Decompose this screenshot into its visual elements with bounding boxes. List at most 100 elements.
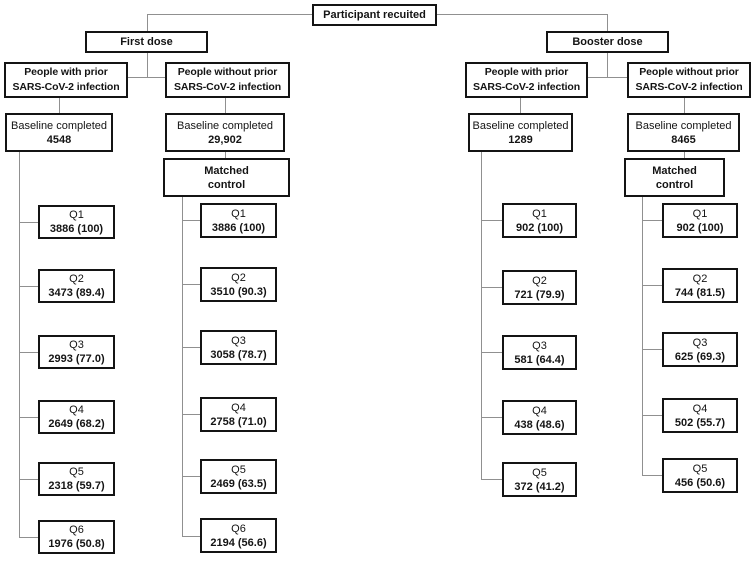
booster-dose-box: Booster dose [546, 31, 669, 53]
baseline-label: Baseline completed [472, 119, 569, 132]
baseline-label: Baseline completed [635, 119, 732, 132]
connector-line [225, 151, 226, 159]
connector-line [642, 415, 662, 416]
quarter-label: Q3 [532, 339, 547, 352]
box-label: control [655, 178, 694, 191]
connector-line [182, 536, 200, 537]
quarter-value: 502 (55.7) [674, 416, 726, 429]
quarter-value: 456 (50.6) [674, 476, 726, 489]
quarter-label: Q2 [692, 272, 708, 285]
connector-line [182, 476, 200, 477]
box-label: People without prior [639, 66, 739, 78]
baseline-box: Baseline completed 4548 [5, 113, 113, 152]
baseline-box: Baseline completed 1289 [468, 113, 573, 152]
quarter-label: Q3 [69, 339, 84, 351]
quarter-box: Q2 3473 (89.4) [38, 269, 115, 303]
first-dose-box: First dose [85, 31, 208, 53]
baseline-label: Baseline completed [10, 119, 107, 132]
connector-line [642, 349, 662, 350]
participant-recruited-box: Participant recuited [312, 4, 437, 26]
connector-line [520, 98, 521, 113]
cohort-box-booster-no-prior: People without prior SARS-CoV-2 infectio… [627, 62, 751, 98]
quarter-value: 2649 (68.2) [48, 418, 105, 430]
baseline-value: 8465 [671, 133, 696, 146]
baseline-value: 4548 [46, 133, 72, 146]
quarter-box: Q5 372 (41.2) [502, 462, 577, 497]
quarter-value: 581 (64.4) [514, 353, 565, 366]
quarter-value: 2993 (77.0) [48, 353, 105, 365]
quarter-label: Q6 [231, 522, 246, 535]
box-label: People with prior [484, 66, 569, 78]
connector-line [481, 479, 502, 480]
quarter-value: 902 (100) [515, 221, 564, 234]
box-label: control [207, 178, 246, 191]
connector-line [182, 196, 183, 537]
connector-line [19, 286, 38, 287]
quarter-value: 3886 (100) [49, 223, 104, 235]
quarter-label: Q4 [231, 401, 246, 414]
box-label: SARS-CoV-2 infection [472, 81, 581, 93]
quarter-box: Q3 625 (69.3) [662, 332, 738, 367]
box-label: SARS-CoV-2 infection [635, 81, 743, 93]
quarter-label: Q1 [69, 209, 84, 221]
connector-line [147, 14, 312, 15]
quarter-value: 3473 (89.4) [48, 287, 105, 299]
quarter-value: 3510 (90.3) [210, 285, 267, 298]
quarter-box: Q4 502 (55.7) [662, 398, 738, 433]
quarter-value: 2318 (59.7) [48, 480, 105, 492]
connector-line [481, 287, 502, 288]
connector-line [19, 417, 38, 418]
box-label: Participant recuited [323, 9, 426, 21]
quarter-label: Q5 [532, 466, 547, 479]
connector-line [182, 220, 200, 221]
matched-control-box: Matched control [624, 158, 725, 197]
quarter-label: Q4 [532, 404, 547, 417]
quarter-label: Q1 [692, 207, 708, 220]
quarter-box: Q5 456 (50.6) [662, 458, 738, 493]
connector-line [225, 98, 226, 113]
box-label: First dose [120, 36, 173, 48]
box-label: Matched [204, 164, 249, 177]
connector-line [182, 347, 200, 348]
quarter-label: Q5 [692, 462, 708, 475]
box-label: SARS-CoV-2 infection [12, 81, 120, 93]
quarter-label: Q5 [69, 466, 84, 478]
quarter-box: Q4 438 (48.6) [502, 400, 577, 435]
box-label: SARS-CoV-2 infection [173, 81, 282, 93]
connector-line [19, 537, 38, 538]
quarter-box: Q3 581 (64.4) [502, 335, 577, 370]
connector-line [481, 352, 502, 353]
baseline-box: Baseline completed 8465 [627, 113, 740, 152]
connector-line [642, 285, 662, 286]
connector-line [147, 53, 148, 78]
quarter-value: 372 (41.2) [514, 480, 565, 493]
quarter-value: 2469 (63.5) [210, 477, 267, 490]
quarter-box: Q3 3058 (78.7) [200, 330, 277, 365]
quarter-box: Q1 902 (100) [502, 203, 577, 238]
quarter-label: Q2 [69, 273, 84, 285]
quarter-value: 3886 (100) [211, 221, 266, 234]
quarter-box: Q6 1976 (50.8) [38, 520, 115, 554]
quarter-box: Q1 3886 (100) [38, 205, 115, 239]
box-label: Matched [652, 164, 697, 177]
connector-line [481, 417, 502, 418]
connector-line [182, 414, 200, 415]
cohort-box-first-prior: People with prior SARS-CoV-2 infection [4, 62, 128, 98]
quarter-value: 902 (100) [676, 221, 724, 234]
connector-line [642, 220, 662, 221]
quarter-label: Q2 [532, 274, 547, 287]
quarter-label: Q1 [231, 207, 246, 220]
connector-line [642, 475, 662, 476]
connector-line [684, 151, 685, 159]
quarter-value: 2758 (71.0) [210, 415, 267, 428]
quarter-box: Q4 2649 (68.2) [38, 400, 115, 434]
quarter-label: Q1 [532, 207, 547, 220]
quarter-box: Q2 3510 (90.3) [200, 267, 277, 302]
baseline-label: Baseline completed [176, 119, 273, 132]
quarter-label: Q5 [231, 463, 246, 476]
cohort-box-booster-prior: People with prior SARS-CoV-2 infection [465, 62, 588, 98]
connector-line [684, 98, 685, 113]
baseline-box: Baseline completed 29,902 [165, 113, 285, 152]
connector-line [607, 14, 608, 32]
